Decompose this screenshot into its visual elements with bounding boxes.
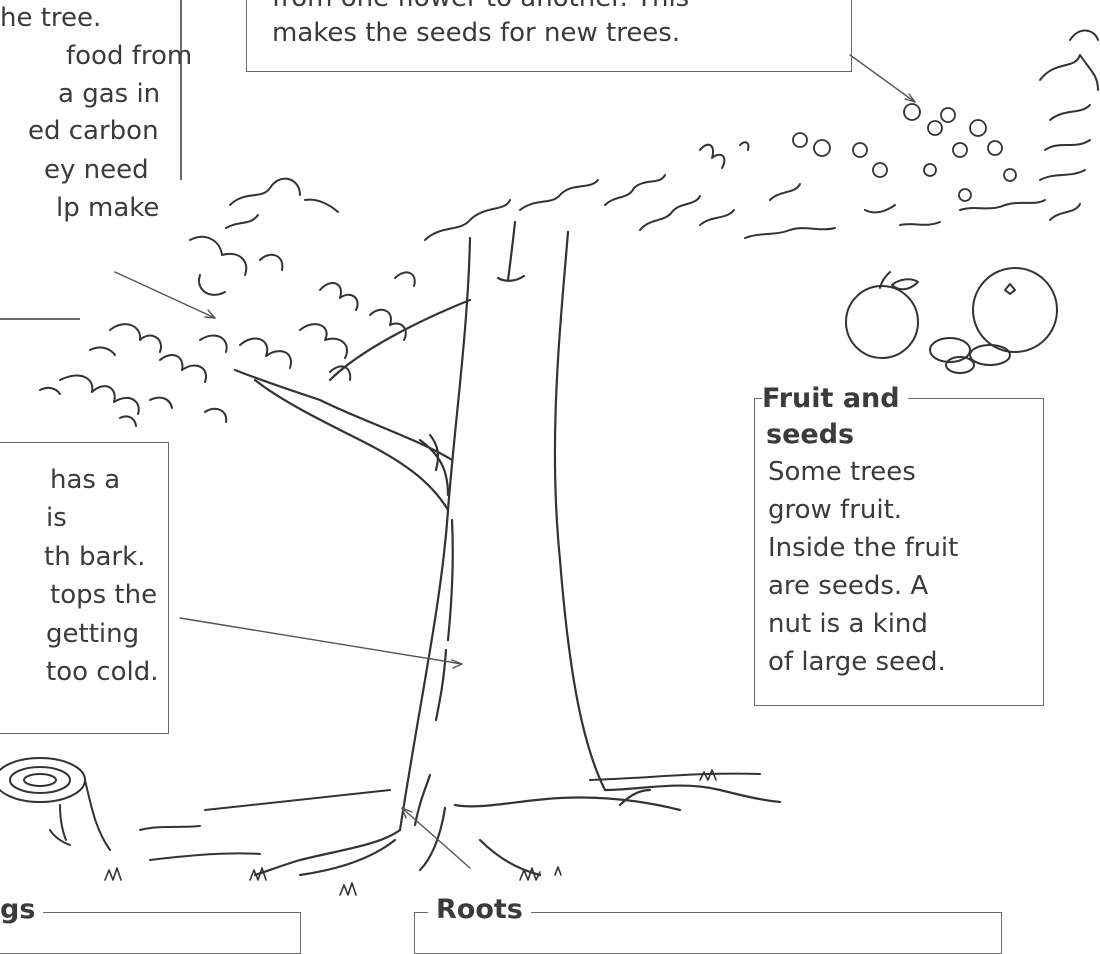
- leaves-box-right-edge: [180, 0, 182, 180]
- fruit-text-line-2: grow fruit.: [768, 492, 902, 528]
- fruit-text-line-1: Some trees: [768, 454, 916, 490]
- rings-heading: gs: [0, 893, 43, 927]
- tree-rings-drawing: [0, 758, 85, 802]
- fruit-drawings: [846, 268, 1057, 373]
- flowers-arrow: [850, 55, 915, 102]
- orange-drawing: [973, 268, 1057, 352]
- tree-trunk: [400, 222, 605, 830]
- leaves-text-line-1: he tree.: [0, 0, 101, 36]
- leaves-text-line-2: food from: [66, 38, 192, 74]
- bark-text-line-1: has a: [50, 462, 120, 498]
- tree-roots: [255, 775, 780, 875]
- fruit-text-line-6: of large seed.: [768, 644, 946, 680]
- roots-heading: Roots: [428, 893, 531, 927]
- leaves-text-line-3: a gas in: [58, 76, 160, 112]
- bark-text-line-6: too cold.: [46, 654, 158, 690]
- flowers-text-line-1: from one flower to another. This: [272, 0, 689, 16]
- bark-arrow: [180, 618, 462, 664]
- leaves-text-line-6: lp make: [56, 190, 159, 226]
- roots-arrow: [402, 808, 470, 868]
- bark-text-line-5: getting: [46, 616, 139, 652]
- fruit-text-line-3: Inside the fruit: [768, 530, 958, 566]
- tree-left-branch: [235, 300, 470, 510]
- leaves-box-bottom-edge: [0, 318, 80, 320]
- flower-blossoms: [793, 104, 1016, 201]
- fruit-heading-line-2: seeds: [766, 418, 854, 452]
- leaves-text-line-4: ed carbon: [28, 113, 159, 149]
- rings-info-box: [0, 912, 301, 954]
- leaves-text-line-5: ey need: [44, 152, 149, 188]
- fruit-text-line-5: nut is a kind: [768, 606, 928, 642]
- flowers-text-line-2: makes the seeds for new trees.: [272, 15, 680, 51]
- fruit-text-line-4: are seeds. A: [768, 568, 928, 604]
- tree-stump: [0, 758, 110, 850]
- fruit-heading-line-1: Fruit and: [762, 382, 908, 416]
- apple-drawing: [846, 286, 918, 358]
- bark-text-line-2: is: [46, 500, 67, 536]
- bark-text-line-4: tops the: [50, 577, 157, 613]
- bark-text-line-3: th bark.: [44, 539, 145, 575]
